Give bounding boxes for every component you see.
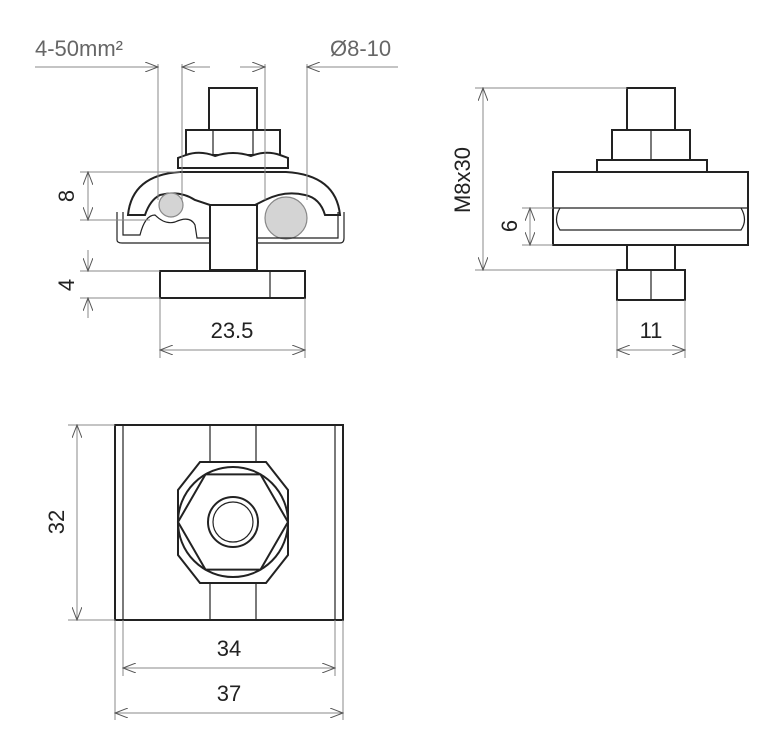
base-thickness-label: 4 <box>54 279 79 291</box>
clamp-height-label: 8 <box>54 190 79 202</box>
nut-width-label: 11 <box>640 318 663 343</box>
top-depth-label: 32 <box>44 510 69 534</box>
front-dimensions: 4-50mm² Ø8-10 8 4 23.5 <box>35 36 398 358</box>
round-conductor <box>264 196 308 240</box>
side-height-label: 6 <box>497 220 522 232</box>
small-conductor <box>158 192 184 218</box>
base-width-label: 23.5 <box>211 318 254 343</box>
top-outer-width-label: 37 <box>217 681 241 706</box>
cable-range-label: 4-50mm² <box>35 36 123 61</box>
top-dimensions: 32 34 37 <box>44 425 343 720</box>
side-view <box>552 87 749 301</box>
top-view <box>114 424 344 621</box>
bolt-size-label: M8x30 <box>450 147 475 213</box>
side-dimensions: M8x30 6 11 <box>450 88 685 358</box>
round-conductor-label: Ø8-10 <box>330 36 391 61</box>
front-view <box>116 87 345 299</box>
top-inner-width-label: 34 <box>217 636 241 661</box>
